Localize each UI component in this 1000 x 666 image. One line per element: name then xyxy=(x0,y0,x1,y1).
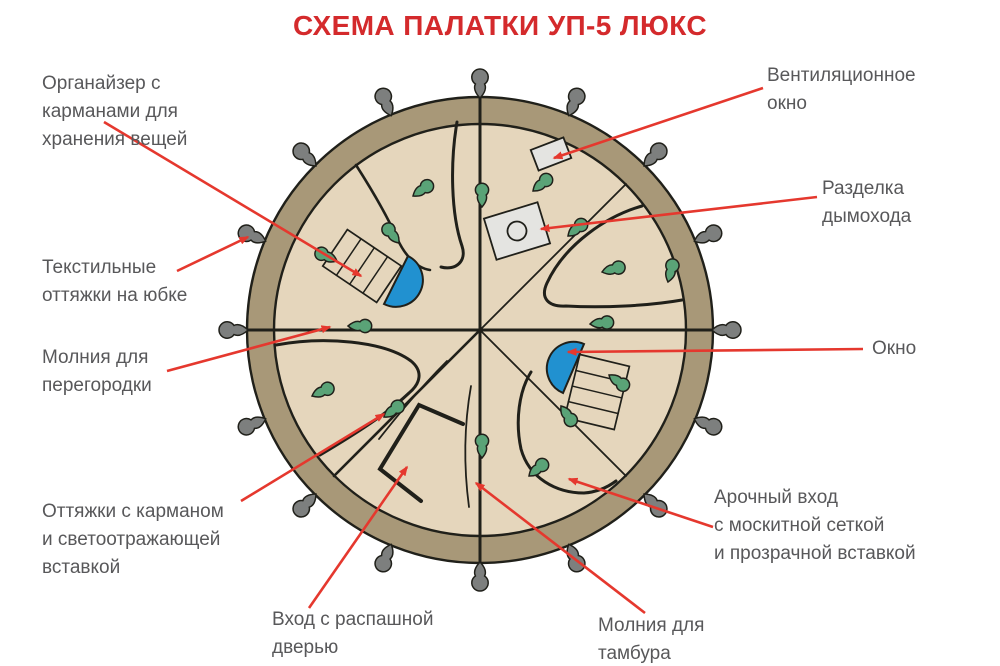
seam-line-sw xyxy=(332,328,482,478)
stove-jack-hole xyxy=(506,220,528,242)
tie-loop xyxy=(532,172,554,192)
tie-loops xyxy=(310,172,680,477)
label-tambour-zipper: Молния для тамбура xyxy=(598,612,704,666)
label-line: дымохода xyxy=(822,206,912,227)
tie-loop xyxy=(474,433,490,460)
label-line: Текстильные xyxy=(42,257,157,278)
tie-loop xyxy=(588,315,615,330)
tie-loop xyxy=(346,318,373,334)
tambour-zipper-curve xyxy=(464,385,472,508)
label-line: вставкой xyxy=(42,557,121,578)
organizer-right xyxy=(563,353,631,431)
label-line: окно xyxy=(767,93,807,114)
room-divider-curve-east xyxy=(542,204,684,309)
room-divider-curve-north xyxy=(439,120,465,270)
label-line: Молния для xyxy=(598,615,705,636)
label-line: и прозрачной вставкой xyxy=(714,543,916,564)
label-line: тамбура xyxy=(598,643,671,664)
label-line: Вход с распашной xyxy=(272,609,434,630)
label-organizer: Органайзер с карманами для хранения веще… xyxy=(42,70,187,154)
stake xyxy=(218,321,250,339)
tie-loop xyxy=(412,178,435,197)
vent-window-panel xyxy=(529,136,573,172)
label-vent-window: Вентиляционное окно xyxy=(767,62,916,118)
seam-line-ne xyxy=(479,183,627,331)
leader-arrow-pocket-guys xyxy=(240,412,386,503)
hinged-door-outline xyxy=(377,402,465,503)
organizer-left xyxy=(321,228,403,304)
label-line: перегородки xyxy=(42,375,152,396)
tie-loop xyxy=(560,405,579,428)
label-line: Разделка xyxy=(822,178,905,199)
label-hinged-door: Вход с распашной дверью xyxy=(272,606,433,662)
leader-arrow-hinged-door xyxy=(307,465,409,609)
tie-loop xyxy=(383,399,405,418)
label-chimney-port: Разделка дымохода xyxy=(822,175,911,231)
leader-arrows xyxy=(103,86,864,615)
stake xyxy=(566,87,586,117)
tie-loop xyxy=(665,258,680,284)
leader-arrow-skirt-guys xyxy=(176,235,250,273)
diagram-title: СХЕМА ПАЛАТКИ УП-5 ЛЮКС xyxy=(293,10,707,41)
label-line: Вентиляционное xyxy=(767,65,916,86)
leader-arrow-arch-entrance xyxy=(567,477,714,529)
label-line: Арочный вход xyxy=(714,487,838,508)
tie-loop xyxy=(600,260,626,275)
label-line: с москитной сеткой xyxy=(714,515,885,536)
tie-loop xyxy=(567,217,589,237)
label-line: Органайзер с xyxy=(42,73,161,94)
stake xyxy=(237,416,267,436)
leader-arrow-organizer xyxy=(103,120,363,278)
tambour-seam-curve xyxy=(378,360,448,440)
label-partition-zipper: Молния для перегородки xyxy=(42,344,152,400)
stake xyxy=(471,68,489,100)
leader-arrow-window xyxy=(566,347,864,356)
leader-arrow-chimney-port xyxy=(539,195,818,232)
label-line: и светоотражающей xyxy=(42,529,221,550)
stake xyxy=(292,142,317,167)
label-pocket-guys: Оттяжки с карманом и светоотражающей вст… xyxy=(42,498,224,582)
stake xyxy=(374,87,394,117)
tie-loop xyxy=(474,182,490,209)
window-left xyxy=(382,254,424,308)
label-line: карманами для xyxy=(42,101,178,122)
leader-arrow-tambour-zipper xyxy=(474,481,646,615)
stove-jack-panel xyxy=(482,201,552,261)
label-line: хранения вещей xyxy=(42,129,188,150)
label-line: дверью xyxy=(272,637,339,658)
stake xyxy=(693,224,723,244)
label-arch-entrance: Арочный вход с москитной сеткой и прозра… xyxy=(714,484,916,568)
tie-loop xyxy=(310,381,335,398)
tie-loop xyxy=(528,457,550,477)
label-skirt-guys: Текстильные оттяжки на юбке xyxy=(42,254,187,310)
stake xyxy=(471,560,489,592)
leader-arrow-vent-window xyxy=(552,86,764,160)
stake xyxy=(710,321,742,339)
tie-loop xyxy=(608,374,631,393)
leader-arrow-partition-zipper xyxy=(166,325,332,373)
stake xyxy=(292,493,317,518)
label-line: Оттяжки с карманом xyxy=(42,501,224,522)
stake xyxy=(643,142,668,167)
ground-stakes xyxy=(218,68,742,592)
stake xyxy=(693,416,723,436)
seam-line-se xyxy=(479,329,627,477)
label-window: Окно xyxy=(872,335,916,363)
label-line: оттяжки на юбке xyxy=(42,285,188,306)
label-line: Окно xyxy=(872,338,917,359)
label-line: Молния для xyxy=(42,347,149,368)
tie-loop xyxy=(381,222,400,244)
stake xyxy=(374,543,394,573)
